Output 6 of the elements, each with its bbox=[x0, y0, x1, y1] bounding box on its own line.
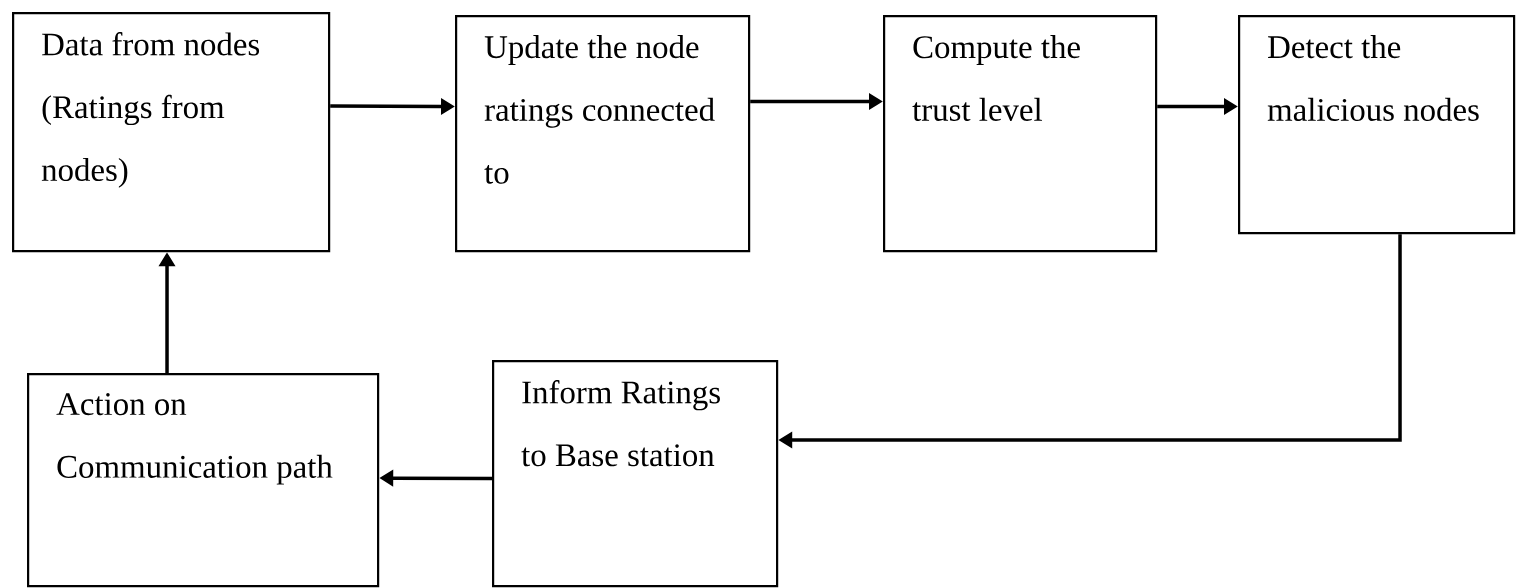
process-box: Data from nodes (Ratings from nodes) bbox=[12, 12, 331, 253]
process-box: Detect the malicious nodes bbox=[1238, 15, 1516, 235]
process-box: Action on Communication path bbox=[27, 373, 380, 588]
process-box: Inform Ratings to Base station bbox=[492, 360, 779, 588]
process-box: Compute the trust level bbox=[883, 15, 1158, 253]
process-box: Update the node ratings connected to bbox=[455, 15, 751, 253]
